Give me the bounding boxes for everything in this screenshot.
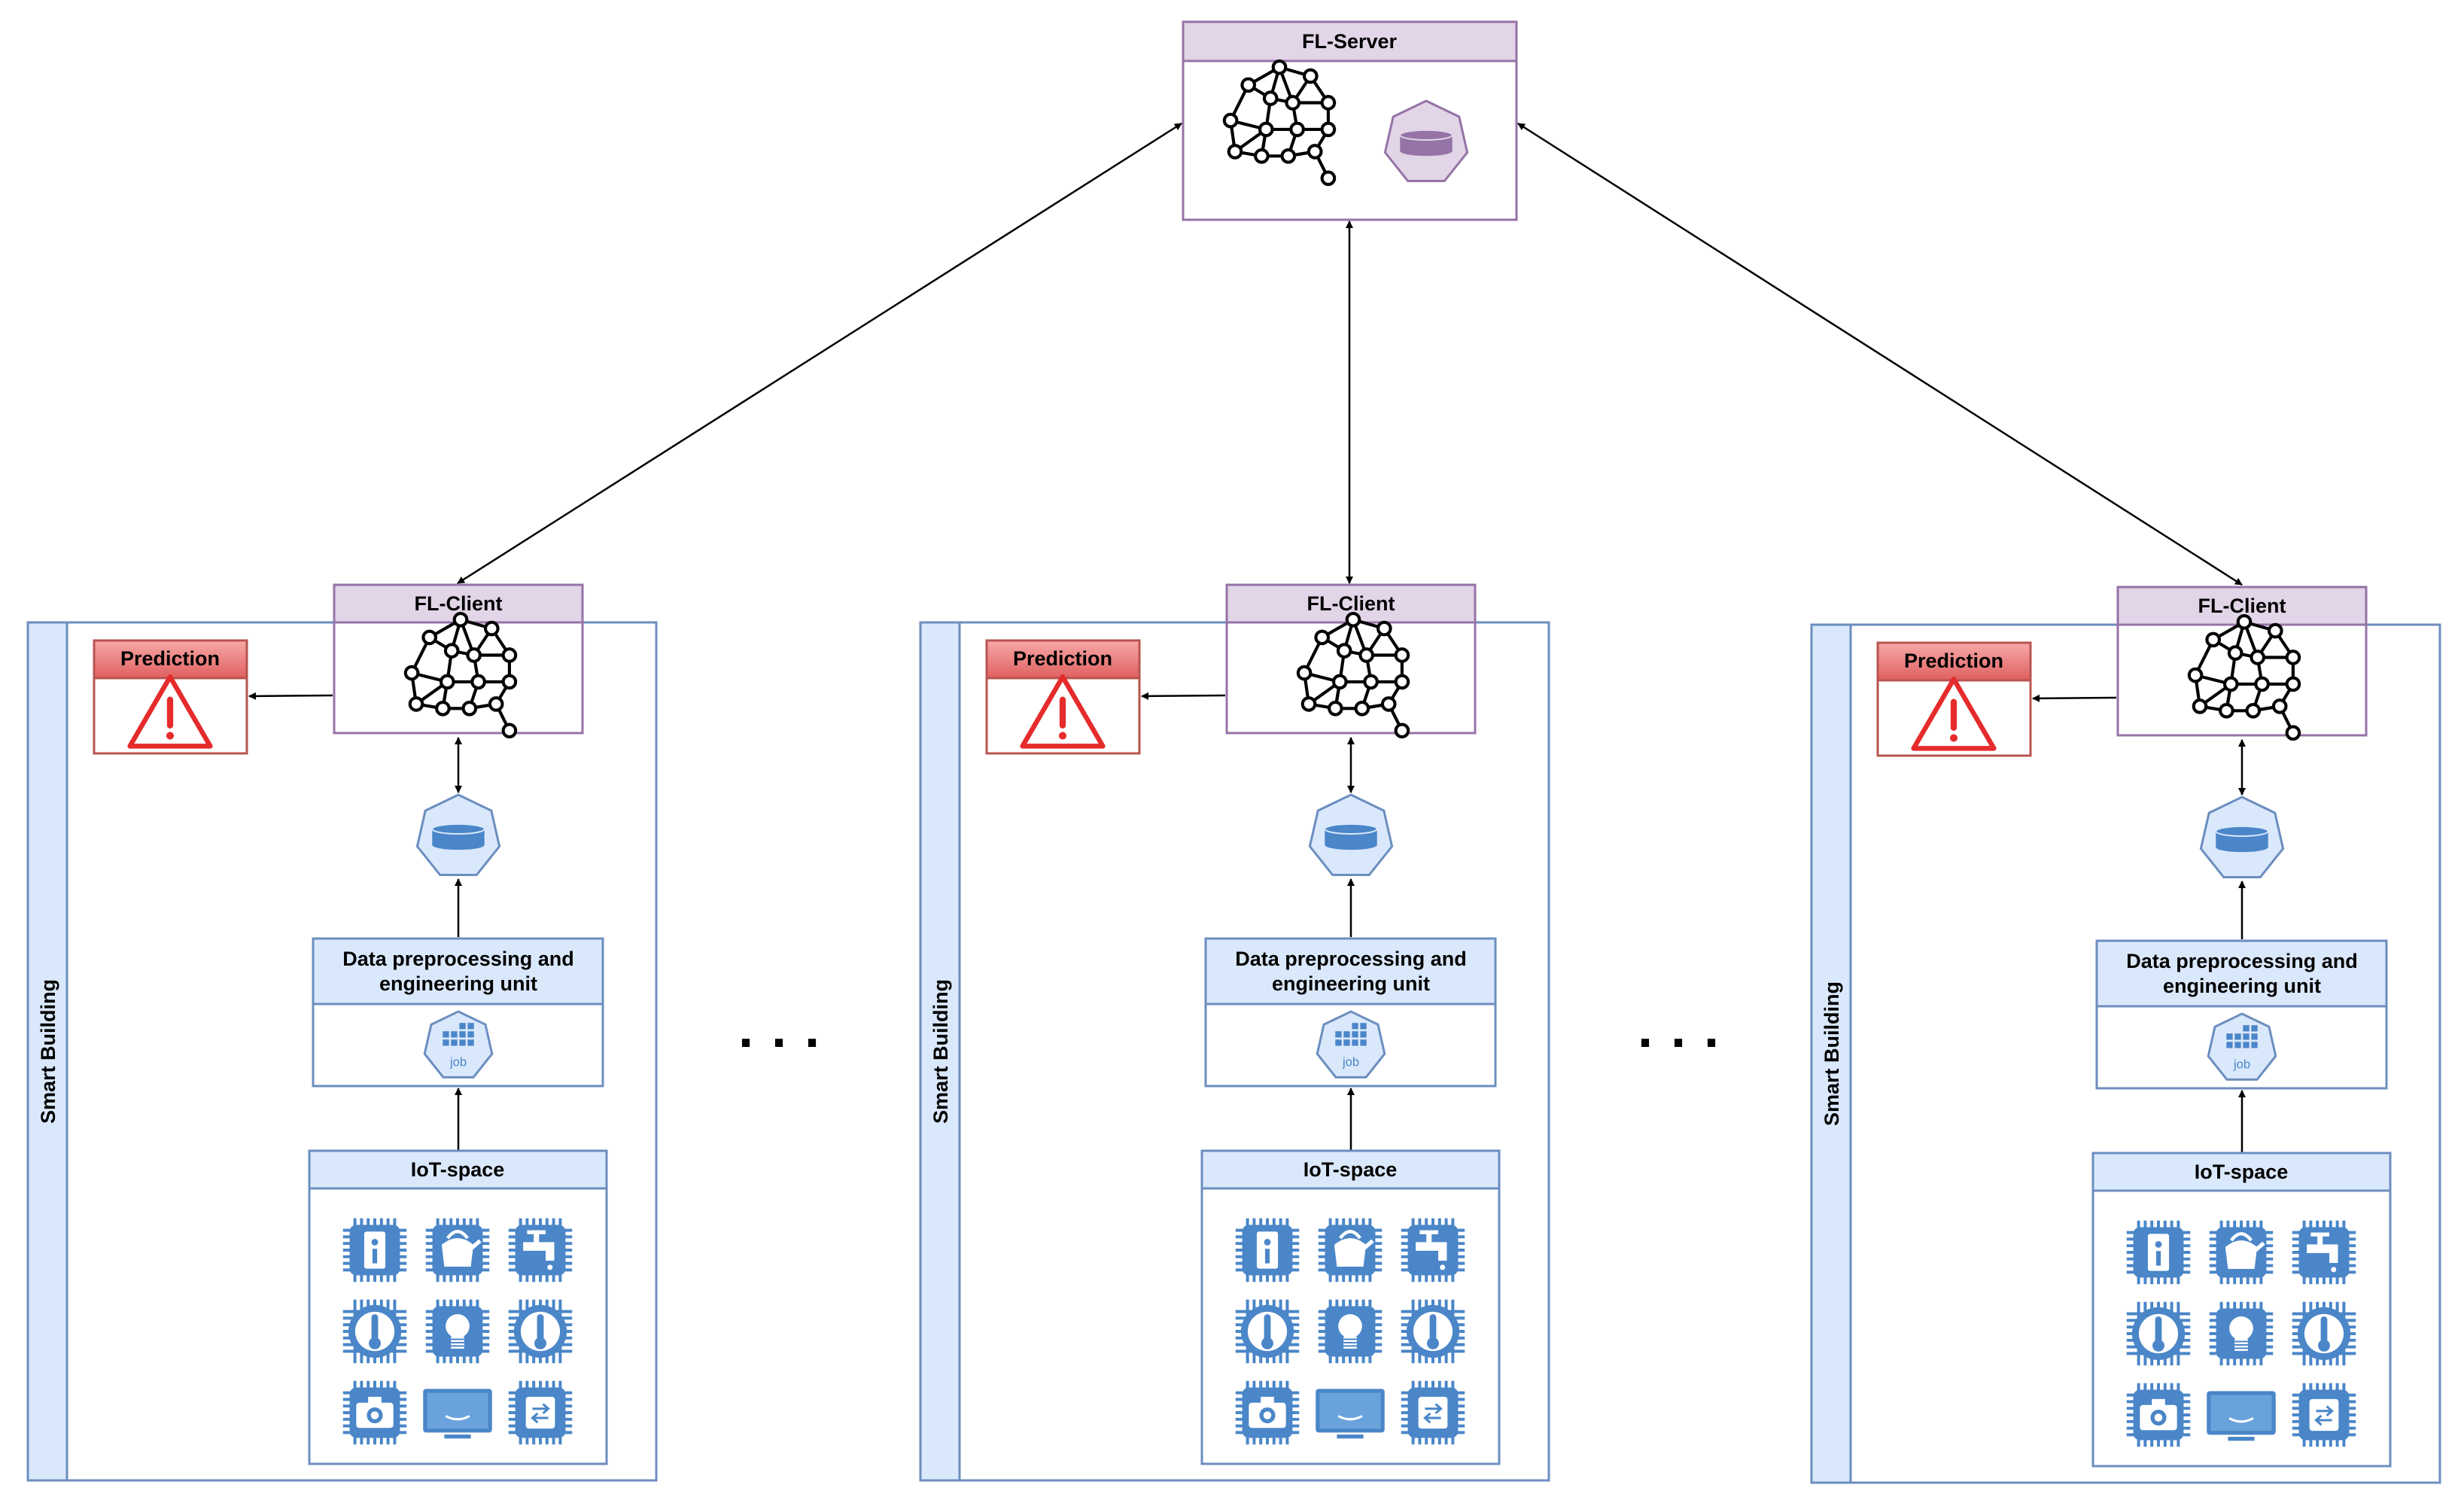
iot-space-title: IoT-space <box>411 1158 505 1181</box>
thermometer-icon <box>508 1299 573 1364</box>
arrow-client-to-prediction <box>1141 692 1226 700</box>
building-side-bar <box>1810 623 1852 1484</box>
iot-space: IoT-space <box>2091 1152 2392 1468</box>
iot-space: IoT-space <box>1200 1149 1501 1465</box>
link-left-client <box>457 122 1182 585</box>
link-right-client <box>1517 122 2243 586</box>
neural-network-icon <box>2187 613 2301 741</box>
switch-icon <box>508 1380 573 1445</box>
prediction-title: Prediction <box>1013 647 1112 670</box>
preprocessing-title-line2: engineering unit <box>379 972 537 995</box>
fl-client: FL-Client <box>333 583 584 739</box>
job-icon: job <box>2207 1012 2277 1081</box>
kettle-icon <box>425 1218 490 1282</box>
thermometer-icon <box>342 1299 407 1364</box>
camera-icon <box>1235 1380 1300 1445</box>
thermometer-icon <box>2126 1301 2191 1366</box>
neural-network-icon <box>1222 59 1337 187</box>
job-label: job <box>1342 1055 1359 1069</box>
preprocessing-title-line2: engineering unit <box>2163 975 2321 997</box>
database-icon <box>2199 796 2285 878</box>
database-icon <box>1308 793 1394 876</box>
ellipsis-1: · · · <box>738 1013 823 1073</box>
database-icon <box>415 793 501 876</box>
light-bulb-icon <box>1318 1299 1383 1364</box>
switch-icon <box>2292 1383 2356 1447</box>
neural-network-icon <box>403 611 518 739</box>
prediction-title: Prediction <box>120 647 220 670</box>
thermometer-icon <box>1401 1299 1465 1364</box>
job-icon: job <box>423 1010 494 1079</box>
federated-links <box>457 122 2243 586</box>
thermometer-icon <box>2292 1301 2356 1366</box>
faucet-icon <box>508 1218 573 1282</box>
preprocessing-title-line1: Data preprocessing and <box>342 948 574 970</box>
database-icon <box>1383 99 1469 182</box>
fl-client-title: FL-Client <box>1307 592 1395 615</box>
building-side-bar <box>26 621 68 1482</box>
fl-client: FL-Client <box>1225 583 1477 739</box>
building-side-bar <box>919 621 961 1482</box>
iot-space: IoT-space <box>308 1149 608 1465</box>
info-device-icon <box>1235 1218 1300 1282</box>
tv-icon <box>2207 1391 2276 1441</box>
prediction-title: Prediction <box>1904 650 2003 672</box>
faucet-icon <box>2292 1220 2356 1285</box>
camera-icon <box>342 1380 407 1445</box>
camera-icon <box>2126 1383 2191 1447</box>
prediction-panel: Prediction <box>985 639 1141 755</box>
prediction-panel: Prediction <box>93 639 248 755</box>
fl-server-title: FL-Server <box>1302 30 1398 53</box>
iot-space-title: IoT-space <box>2195 1161 2289 1183</box>
preprocessing-unit: Data preprocessing and engineering unit jo… <box>2095 939 2388 1090</box>
thermometer-icon <box>1235 1299 1300 1364</box>
fl-client-title: FL-Client <box>415 592 503 615</box>
arrow-client-to-prediction <box>248 692 333 700</box>
warning-icon <box>1911 677 1997 751</box>
ellipsis-2: · · · <box>1638 1013 1722 1073</box>
light-bulb-icon <box>2209 1301 2274 1366</box>
smart-building-label: Smart Building <box>929 979 952 1124</box>
kettle-icon <box>2209 1220 2274 1285</box>
faucet-icon <box>1401 1218 1465 1282</box>
fl-server: FL-Server <box>1182 20 1518 221</box>
job-label: job <box>449 1055 467 1069</box>
job-label: job <box>2233 1057 2250 1072</box>
preprocessing-title-line1: Data preprocessing and <box>2126 950 2358 972</box>
info-device-icon <box>2126 1220 2191 1285</box>
iot-space-title: IoT-space <box>1303 1158 1398 1181</box>
neural-network-icon <box>1296 611 1410 739</box>
smart-building-label: Smart Building <box>1821 981 1843 1126</box>
kettle-icon <box>1318 1218 1383 1282</box>
warning-icon <box>127 674 213 749</box>
prediction-panel: Prediction <box>1876 641 2032 757</box>
fl-client: FL-Client <box>2116 586 2368 741</box>
info-device-icon <box>342 1218 407 1282</box>
tv-icon <box>423 1389 492 1439</box>
smart-building-label: Smart Building <box>37 979 59 1124</box>
light-bulb-icon <box>425 1299 490 1364</box>
warning-icon <box>1020 674 1106 749</box>
preprocessing-title-line1: Data preprocessing and <box>1235 948 1467 970</box>
tv-icon <box>1316 1389 1385 1439</box>
database-icon <box>1383 99 1469 182</box>
job-icon: job <box>1316 1010 1386 1079</box>
fl-client-title: FL-Client <box>2198 595 2286 617</box>
switch-icon <box>1401 1380 1465 1445</box>
neural-network-icon <box>1222 59 1337 187</box>
preprocessing-title-line2: engineering unit <box>1272 972 1430 995</box>
